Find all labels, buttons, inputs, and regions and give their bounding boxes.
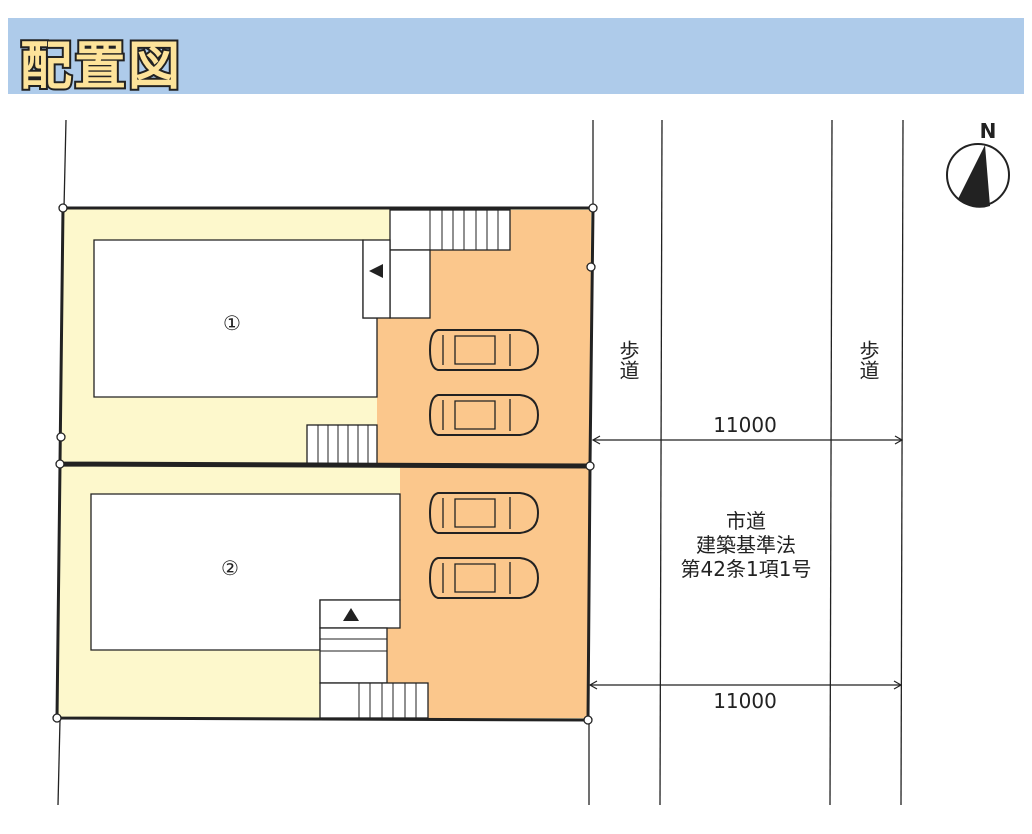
north-compass-icon: N <box>946 119 1010 208</box>
car-icon <box>428 394 540 436</box>
compass-label: N <box>980 119 997 143</box>
sidewalk-edge <box>829 119 833 806</box>
stairs <box>306 424 378 465</box>
page-title: 配置図 <box>18 35 183 99</box>
header-bar: 配置図 <box>8 18 1024 99</box>
car-icon <box>428 492 540 534</box>
sidewalk-label-right: 歩道 <box>856 340 880 380</box>
dimension-label: 11000 <box>713 413 777 437</box>
road-edge <box>900 119 904 806</box>
dimension-label: 11000 <box>713 689 777 713</box>
sidewalk-label-left: 歩道 <box>616 340 640 380</box>
entrance-arrow-icon <box>343 608 359 621</box>
lot-2-label: ② <box>221 556 239 580</box>
boundary-line <box>63 119 67 209</box>
boundary-line <box>57 719 61 806</box>
stairs <box>319 682 429 719</box>
car-icon <box>428 329 540 371</box>
entrance <box>362 239 391 319</box>
stairs <box>389 209 511 251</box>
road-label-3: 第42条1項1号 <box>681 557 812 581</box>
sidewalk-edge <box>659 119 663 806</box>
boundary-markers <box>52 203 598 725</box>
dimension-lines <box>588 435 904 690</box>
car-icon <box>428 557 540 599</box>
road-label-2: 建築基準法 <box>696 533 796 557</box>
entrance-arrow-icon <box>369 264 383 278</box>
road-label-1: 市道 <box>726 509 766 533</box>
entrance <box>319 599 401 629</box>
lot-1-label: ① <box>223 311 241 335</box>
